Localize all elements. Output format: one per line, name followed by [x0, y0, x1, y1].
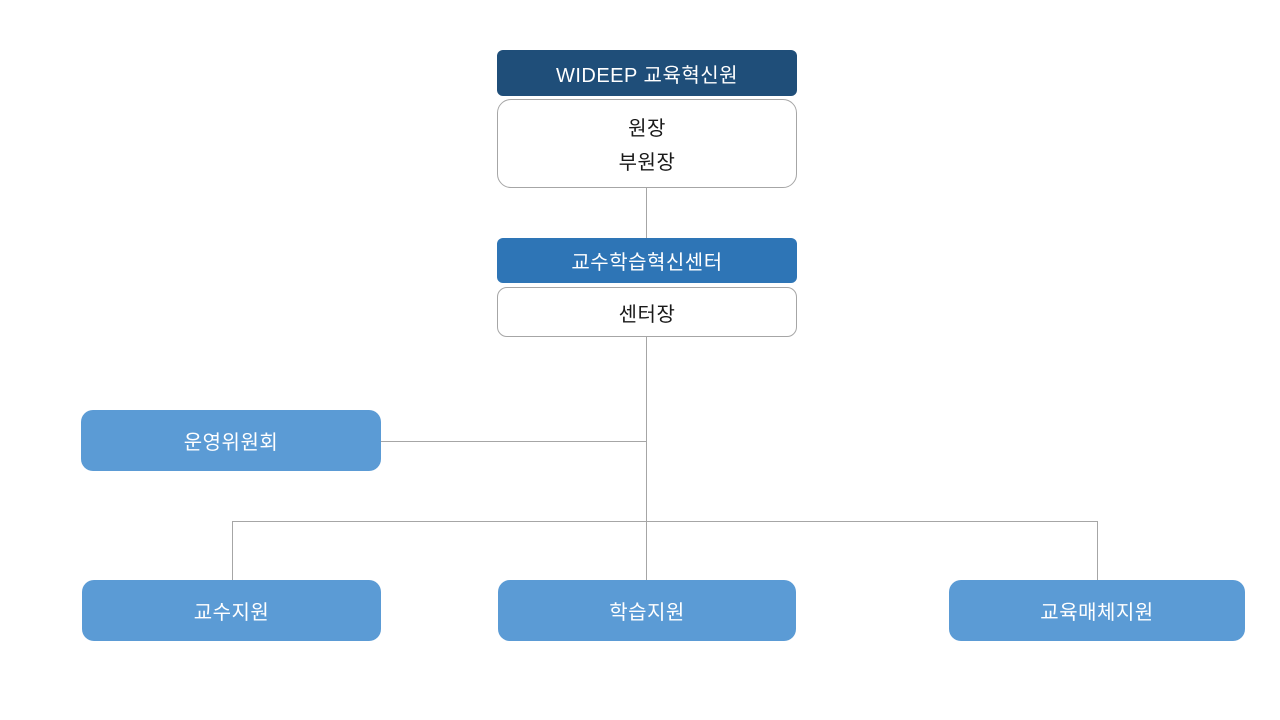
- org-department-label: 교수지원: [193, 602, 270, 624]
- org-center-staff-box: 센터장: [497, 287, 797, 337]
- org-committee-label: 운영위원회: [183, 432, 279, 454]
- org-department-label: 학습지원: [609, 602, 685, 624]
- connector-center-to-departments: [646, 337, 647, 580]
- org-department-label: 교육매체지원: [1040, 602, 1154, 624]
- org-department-box-learning-support: 학습지원: [498, 580, 796, 641]
- org-committee-box: 운영위원회: [81, 410, 381, 471]
- org-center-label: 교수학습혁신센터: [571, 252, 723, 274]
- connector-rake-drop-left: [232, 521, 233, 580]
- org-root-staff-director: 원장: [628, 118, 666, 141]
- org-center-box: 교수학습혁신센터: [497, 238, 797, 283]
- connector-root-to-center: [646, 188, 647, 238]
- org-root-staff-deputy-director: 부원장: [618, 151, 676, 174]
- org-center-staff-label: 센터장: [618, 303, 676, 326]
- connector-departments-rake: [232, 521, 1098, 522]
- org-root-label: WIDEEP 교육혁신원: [555, 64, 739, 87]
- org-root-box: WIDEEP 교육혁신원: [497, 50, 797, 96]
- org-department-box-education-media-support: 교육매체지원: [949, 580, 1245, 641]
- connector-rake-drop-right: [1097, 521, 1098, 580]
- connector-committee: [381, 441, 647, 442]
- org-root-staff-box: 원장 부원장: [497, 99, 797, 188]
- org-department-box-teaching-support: 교수지원: [82, 580, 381, 641]
